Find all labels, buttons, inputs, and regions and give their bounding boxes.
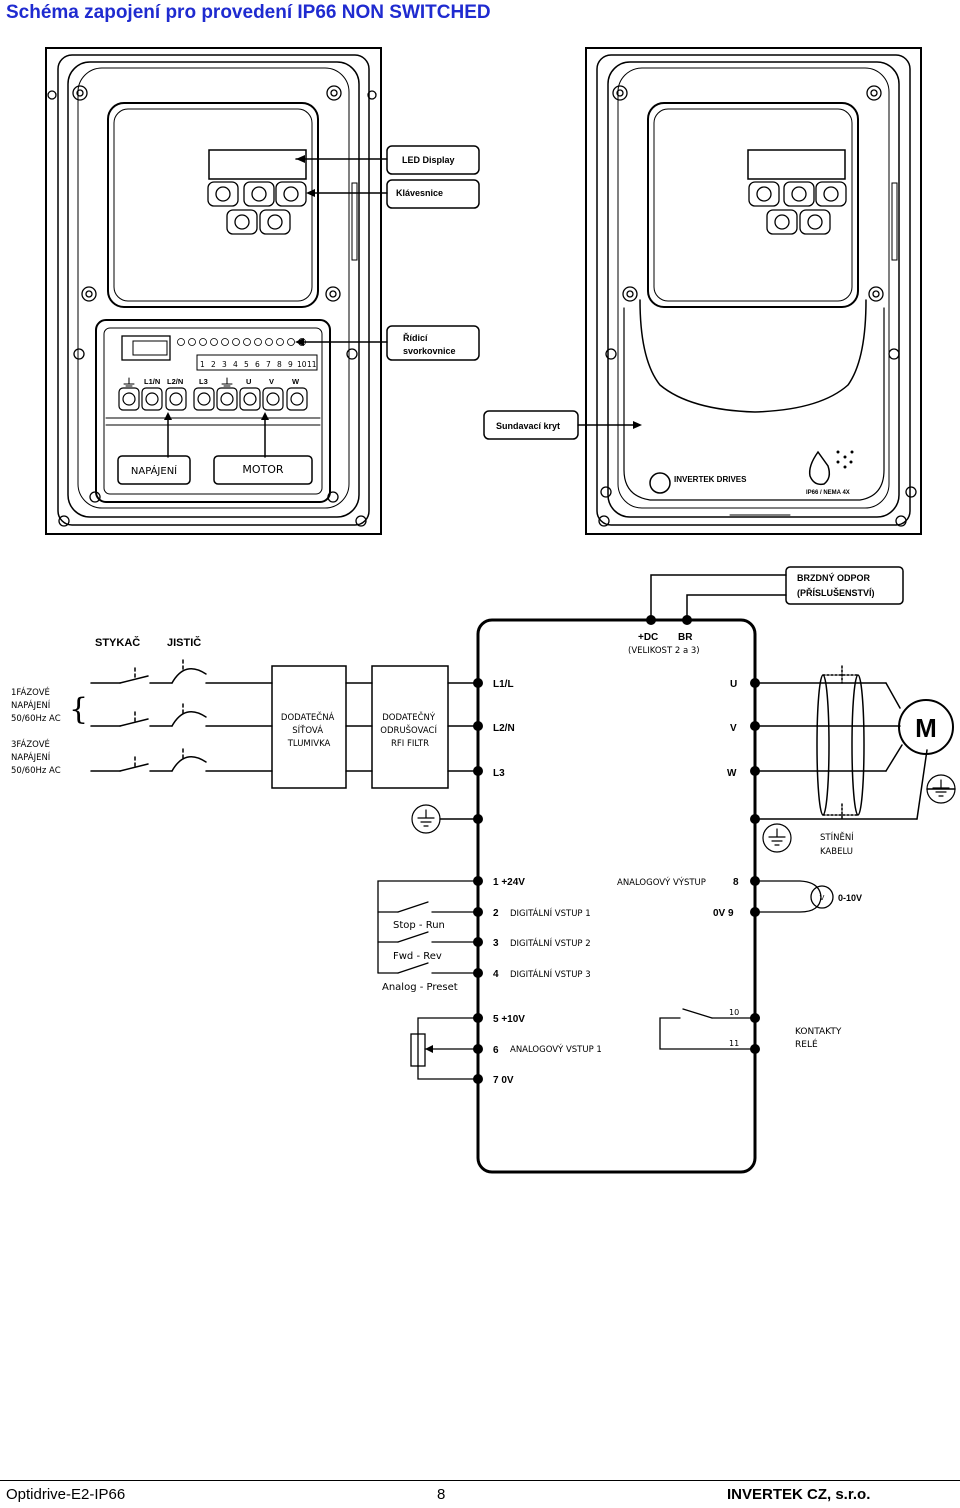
voltmeter-symbol: V bbox=[820, 894, 825, 902]
control-terminal-pins bbox=[177, 338, 306, 346]
output-terminals: U V W bbox=[727, 679, 740, 779]
switch-analog-preset: Analog - Preset bbox=[382, 982, 458, 993]
digital-input-switches bbox=[377, 880, 479, 1080]
motor-box-label: MOTOR bbox=[242, 463, 284, 476]
terminal-6-label: ANALOGOVÝ VSTUP 1 bbox=[510, 1043, 602, 1055]
terminal-7: 7 0V bbox=[493, 1075, 514, 1086]
terminal-8: 8 bbox=[733, 877, 739, 888]
power-terminal-screws bbox=[118, 387, 308, 411]
brake-resistor-label: BRZDNÝ ODPOR (PŘÍSLUŠENSTVÍ) bbox=[797, 572, 875, 598]
terminal-1: 1 +24V bbox=[493, 877, 525, 888]
drive-front-closed bbox=[585, 47, 922, 535]
supply-brace-icon: { bbox=[69, 692, 88, 727]
terminal-6-num: 6 bbox=[493, 1045, 499, 1056]
terminal-5: 5 +10V bbox=[493, 1014, 525, 1025]
page-title: Schéma zapojení pro provedení IP66 NON S… bbox=[6, 2, 491, 23]
callout-removable-cover: Sundavací kryt bbox=[496, 421, 560, 431]
ground-icon bbox=[411, 774, 956, 853]
footer-rule bbox=[0, 1480, 960, 1481]
relay-terminal-11: 11 bbox=[729, 1039, 739, 1048]
terminal-3-label: DIGITÁLNÍ VSTUP 2 bbox=[510, 937, 591, 949]
callout-keypad: Klávesnice bbox=[396, 188, 443, 198]
footer-page-number: 8 bbox=[437, 1486, 446, 1503]
relay-terminal-10: 10 bbox=[729, 1008, 739, 1017]
dc-terminal: +DC bbox=[638, 632, 658, 643]
brake-resistor bbox=[650, 566, 904, 621]
motor-icon bbox=[898, 699, 954, 755]
contactor-label: STYKAČ bbox=[95, 636, 140, 649]
voltmeter-icon bbox=[810, 885, 834, 909]
drive-front-open bbox=[45, 47, 382, 535]
terminal-2-num: 2 bbox=[493, 908, 499, 919]
power-terminal-dots bbox=[473, 678, 760, 824]
switch-stop-run: Stop - Run bbox=[393, 920, 445, 931]
br-terminal: BR bbox=[678, 632, 693, 643]
terminal-0v-9: 0V 9 bbox=[713, 908, 734, 919]
ip66-rating: IP66 / NEMA 4X bbox=[806, 490, 850, 496]
led-display bbox=[208, 149, 307, 180]
keypad bbox=[207, 181, 307, 235]
meter-range: 0-10V bbox=[838, 893, 862, 903]
relay-contacts bbox=[659, 1008, 756, 1050]
terminal-3-num: 3 bbox=[493, 938, 499, 949]
terminal-2-label: DIGITÁLNÍ VSTUP 1 bbox=[510, 907, 591, 919]
rating-dots-icon bbox=[836, 450, 854, 469]
footer-document-name: Optidrive-E2-IP66 bbox=[6, 1486, 126, 1503]
invertek-logo: INVERTEK DRIVES bbox=[674, 475, 747, 484]
size-note: (VELIKOST 2 a 3) bbox=[628, 646, 700, 656]
callout-led-display: LED Display bbox=[402, 155, 455, 165]
callout-control-terminals: Řídicí svorkovnice bbox=[403, 332, 456, 356]
terminal-4-num: 4 bbox=[493, 969, 499, 980]
analog-output-label: ANALOGOVÝ VÝSTUP bbox=[617, 876, 706, 888]
line-choke: DODATEČNÁ SÍŤOVÁ TLUMIVKA bbox=[281, 711, 337, 749]
footer-company: INVERTEK CZ, s.r.o. bbox=[727, 1486, 871, 1503]
motor-symbol: M bbox=[915, 713, 937, 743]
meter-wiring bbox=[754, 880, 834, 913]
motor-wiring bbox=[754, 665, 956, 820]
callouts bbox=[295, 145, 635, 440]
supply-wiring bbox=[90, 659, 479, 789]
input-terminals: L1/L L2/N L3 bbox=[493, 679, 517, 779]
cable-shield: STÍNĚNÍ KABELU bbox=[820, 831, 856, 857]
single-phase-supply: 1FÁZOVÉ NAPÁJENÍ 50/60Hz AC bbox=[11, 686, 61, 724]
switch-fwd-rev: Fwd - Rev bbox=[393, 951, 442, 962]
drive-outline bbox=[476, 618, 757, 1174]
terminal-4-label: DIGITÁLNÍ VSTUP 3 bbox=[510, 968, 591, 980]
relay-label: KONTAKTY RELÉ bbox=[795, 1027, 844, 1050]
breaker-label: JISTIČ bbox=[167, 636, 201, 649]
power-box-label: NAPÁJENÍ bbox=[131, 464, 177, 477]
three-phase-supply: 3FÁZOVÉ NAPÁJENÍ 50/60Hz AC bbox=[11, 738, 61, 776]
rfi-filter: DODATEČNÝ ODRUŠOVACÍ RFI FILTR bbox=[380, 711, 439, 749]
